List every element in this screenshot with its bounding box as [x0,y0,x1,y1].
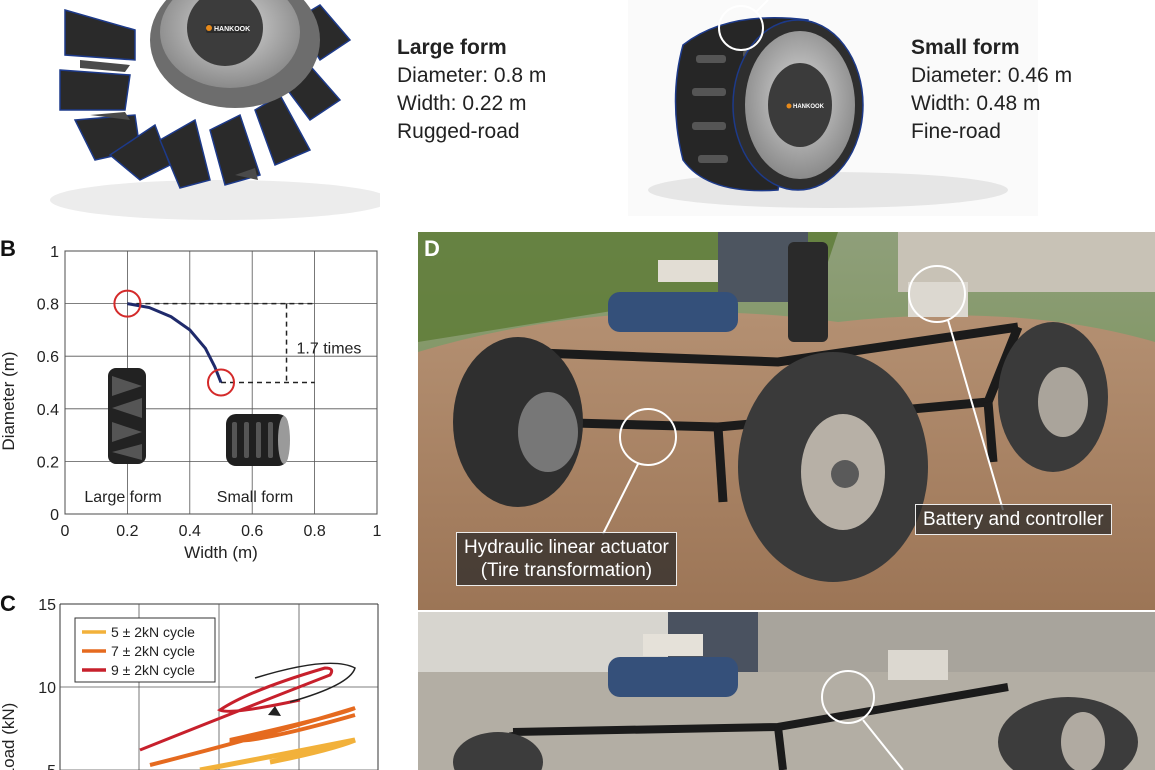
photo-top-wheels [453,322,1108,582]
direction-arrow [254,662,356,703]
small-wheel-brand: HANKOOK [793,104,825,110]
small-form-diameter: Diameter: 0.46 m [911,64,1073,87]
battery-controller-label: Battery and controller [915,504,1112,535]
panel-b-xtick: 0.6 [241,523,263,540]
large-wheel-brand: HANKOOK [214,26,250,33]
hydraulic-actuator-label-line2: (Tire transformation) [480,560,653,581]
panel-b-ytick: 0.2 [37,454,59,471]
panel-c-legend-label: 5 ± 2kN cycle [111,624,195,640]
vehicle-photo-bottom [418,612,1155,770]
series-9kN-curve [139,666,334,752]
panel-b-ytick: 0.8 [37,297,59,314]
small-form-title: Small form [911,36,1020,59]
panel-b-ytick: 0.4 [37,402,59,419]
panel-c-letter: C [0,591,16,616]
small-form-use: Fine-road [911,120,1001,143]
panel-b-xtick: 0.8 [303,523,325,540]
large-form-title: Large form [397,36,507,59]
panel-c-grid [59,603,379,770]
panel-d-letter: D [424,236,440,261]
large-form-tire-icon [108,368,146,464]
panel-b-endpoint-marker [207,368,235,397]
panel-c-ticks: 15 10 5 [38,597,56,770]
panel-b-chart: 0 0.2 0.4 0.6 0.8 1 0 0.2 0.4 0.6 0.8 1 Diameter (m… [0,244,382,562]
panel-b-xtick: 1 [373,523,382,540]
panel-b-endpoints [113,289,235,397]
large-form-spec: Large form Diameter: 0.8 m Width: 0.22 m… [397,34,546,146]
panel-b-ticks: 0 0.2 0.4 0.6 0.8 1 0 0.2 0.4 0.6 0.8 1 [37,244,382,540]
series-5kN-curve [199,737,356,770]
panel-c-legend: 5 ± 2kN cycle 7 ± 2kN cycle 9 ± 2kN cycle [74,617,216,683]
panel-b-transform-curve [127,302,223,384]
panel-c-legend-label: 9 ± 2kN cycle [111,662,195,678]
panel-c-hysteresis-curves [139,662,356,770]
panel-c-ytick: 5 [47,763,56,770]
panel-c-ylabel: Load (kN) [0,703,18,770]
hydraulic-actuator-label: Hydraulic linear actuator (Tire transfor… [456,532,677,586]
small-form-spec: Small form Diameter: 0.46 m Width: 0.48 … [911,34,1072,146]
panel-c-ytick: 15 [38,597,56,614]
large-form-wheel-image: HANKOOK [50,0,380,220]
panel-b-endpoint-marker [113,289,142,318]
small-form-wheel-image: HANKOOK [628,0,1038,216]
panel-b-ytick: 1 [50,244,59,261]
panel-b-xlabel: Width (m) [184,543,258,562]
panel-c-ytick: 10 [38,680,56,697]
panel-b-xtick: 0 [61,523,70,540]
panel-b-ylabel: Diameter (m) [0,351,18,450]
large-form-diameter: Diameter: 0.8 m [397,64,547,87]
large-form-use: Rugged-road [397,120,520,143]
series-7kN-curve [149,706,356,767]
panel-a: HANKOOK Large form Diameter: 0.8 m Width… [0,0,1155,232]
panel-b-large-label: Large form [84,489,161,506]
panel-b-small-label: Small form [217,489,293,506]
panel-b-ytick: 0.6 [37,349,59,366]
vehicle-photo-top [418,232,1155,610]
panel-b-guide-lines [127,302,315,384]
small-form-width: Width: 0.48 m [911,92,1041,115]
panel-b-letter: B [0,236,16,261]
large-form-width: Width: 0.22 m [397,92,527,115]
panel-b-xtick: 0.2 [116,523,138,540]
hydraulic-actuator-label-line1: Hydraulic linear actuator [464,537,669,558]
small-form-tire-icon [226,414,290,466]
panel-c-legend-label: 7 ± 2kN cycle [111,643,195,659]
panel-b-xtick: 0.4 [179,523,201,540]
panel-d: D Battery and controller Hydraulic linea… [418,232,1155,770]
panel-b-annotation: 1.7 times [297,341,362,358]
panel-b-ytick: 0 [50,507,59,524]
panel-c-chart: 15 10 5 Load (kN) 5 ± 2kN cycle 7 ± 2kN cyc… [0,597,379,770]
